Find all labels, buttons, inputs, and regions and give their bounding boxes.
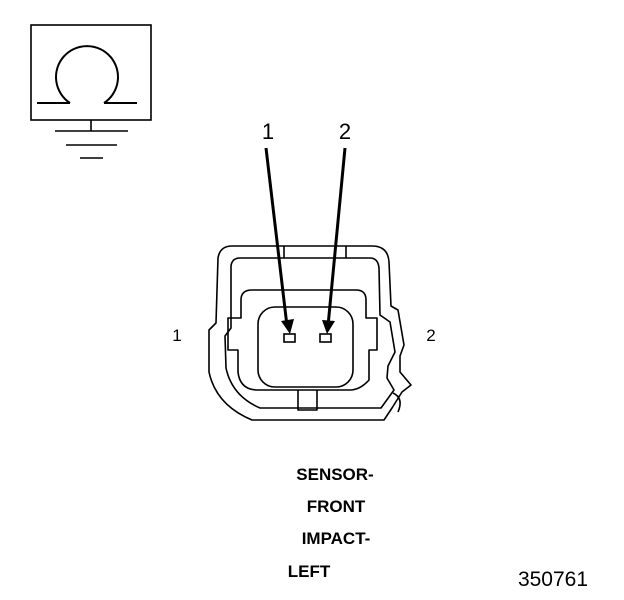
caption-line-2: FRONT <box>307 497 366 516</box>
terminal-1 <box>283 333 296 343</box>
callout-arrow-1 <box>264 147 294 334</box>
callout-arrow-2 <box>322 147 347 334</box>
caption-line-3: IMPACT- <box>302 529 371 548</box>
ohmmeter-icon <box>30 24 152 121</box>
caption-line-1: SENSOR- <box>296 465 373 484</box>
pin-callout-1: 1 <box>262 119 274 144</box>
pin-callout-2: 2 <box>339 119 351 144</box>
figure-number: 350761 <box>518 568 588 591</box>
side-label-1: 1 <box>172 326 181 345</box>
connector-body <box>208 245 412 421</box>
side-label-2: 2 <box>426 326 435 345</box>
caption-line-4: LEFT <box>288 562 331 581</box>
ground-icon <box>55 120 128 159</box>
terminal-2 <box>319 333 332 343</box>
